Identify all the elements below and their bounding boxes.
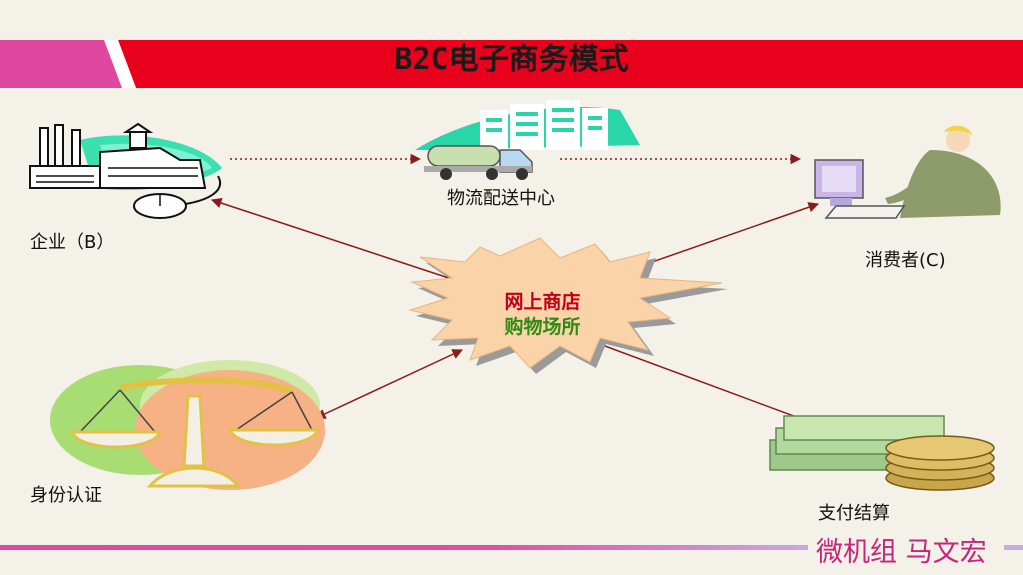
mouse-icon: [133, 175, 221, 219]
node-label-payment: 支付结算: [818, 503, 890, 524]
scale-icon: [50, 360, 325, 490]
computer-user-icon: [814, 125, 1001, 219]
node-label-consumer: 消费者(C): [865, 250, 946, 271]
node-label-logistics: 物流配送中心: [447, 188, 555, 209]
bottom-line: [0, 545, 808, 550]
center-label-shopping-place: 购物场所: [504, 316, 581, 338]
connector-center-payment: [577, 334, 827, 430]
factory-icon: [29, 122, 222, 190]
truck-icon: [424, 145, 533, 180]
node-label-identity: 身份认证: [30, 485, 102, 506]
author-signature: 微机组 马文宏: [816, 537, 987, 568]
building-icon: [415, 100, 640, 150]
center-burst: [408, 237, 728, 374]
connector-center-identity: [315, 349, 463, 419]
money-coins-icon: [769, 415, 995, 491]
connectors: [211, 153, 827, 430]
node-label-enterprise: 企业（B）: [30, 232, 115, 253]
connector-center-enterprise: [211, 197, 471, 288]
title-bar: [0, 40, 1023, 88]
page-title: B2C电子商务模式: [394, 42, 629, 77]
bottom-line-end: [1004, 545, 1023, 550]
center-label-online-store: 网上商店: [504, 291, 581, 313]
